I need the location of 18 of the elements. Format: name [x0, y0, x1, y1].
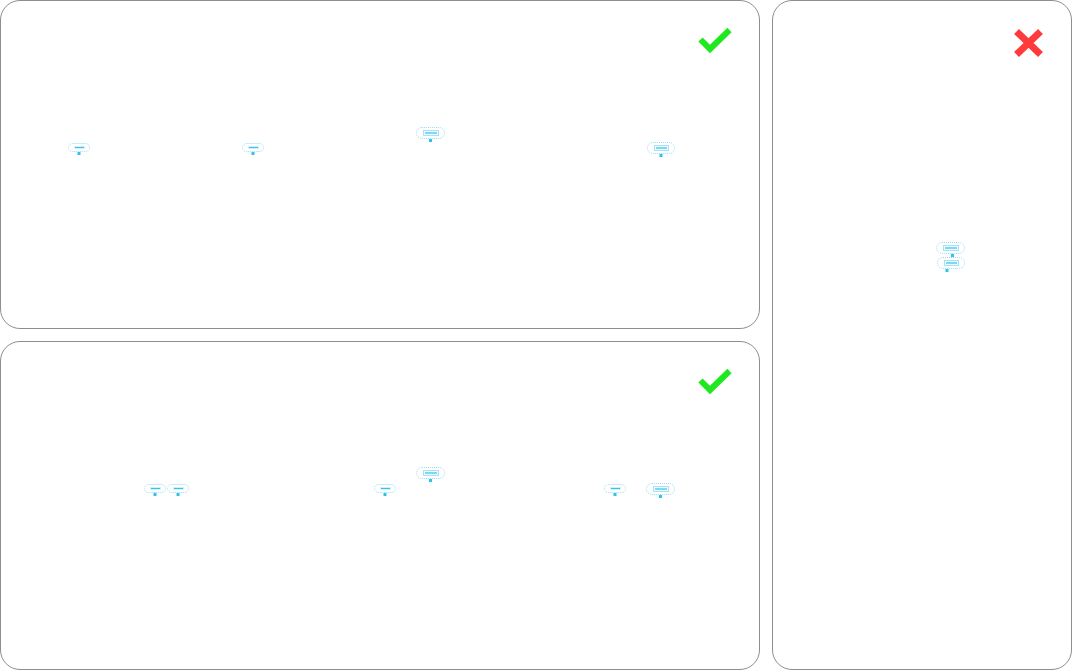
- tag-icon: [144, 484, 166, 496]
- checkmark-icon: [698, 27, 732, 54]
- tag-icon: [647, 142, 675, 157]
- tag-icon: [374, 484, 396, 496]
- tag-icon: [604, 484, 626, 496]
- tag-icon: [68, 143, 90, 155]
- tag-icon: [416, 127, 445, 142]
- tag-icon: [936, 242, 965, 257]
- cross-icon: [1013, 28, 1044, 58]
- panel: [0, 0, 760, 329]
- panel: [0, 341, 760, 670]
- checkmark-icon: [698, 368, 732, 395]
- tag-icon: [416, 467, 445, 482]
- tag-icon: [167, 484, 189, 496]
- tag-icon: [242, 143, 264, 155]
- tag-icon: [646, 483, 675, 498]
- tag-icon: [937, 257, 965, 272]
- panel: [772, 0, 1072, 670]
